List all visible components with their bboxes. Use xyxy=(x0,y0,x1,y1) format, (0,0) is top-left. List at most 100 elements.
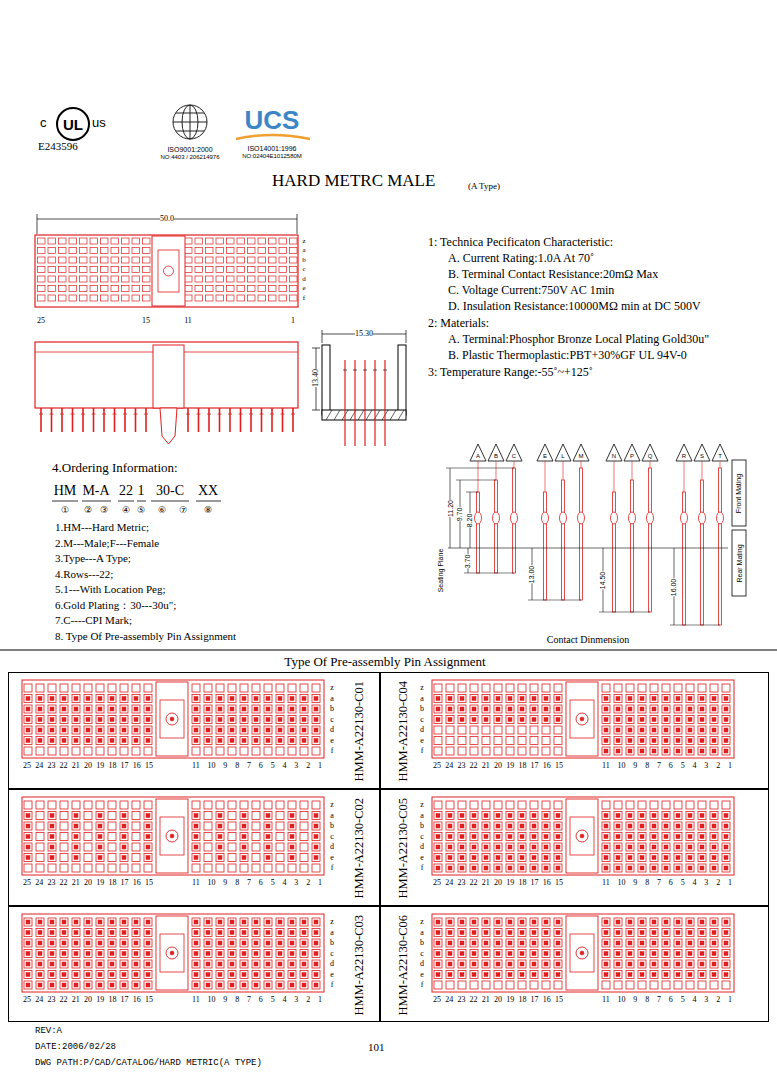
pin-cavity xyxy=(722,918,730,926)
pin-cavity xyxy=(72,716,80,724)
assembled-pin xyxy=(290,814,294,818)
pin-cavity xyxy=(24,822,32,830)
pin-cavity xyxy=(506,822,514,830)
pin-cavity xyxy=(650,843,658,851)
pin-cavity xyxy=(722,822,730,830)
pin-cavity xyxy=(698,960,706,968)
pin-cavity xyxy=(60,971,68,979)
contact-pin xyxy=(477,492,480,573)
pin-barb xyxy=(197,414,201,415)
pin-cavity xyxy=(458,833,466,841)
assembled-pin xyxy=(218,845,222,849)
contact-triangle xyxy=(694,444,710,461)
assembled-pin xyxy=(724,973,728,977)
pin-cavity xyxy=(48,695,56,703)
reference-line xyxy=(464,573,514,574)
pin-cavity xyxy=(228,864,236,872)
pin-cavity xyxy=(144,929,152,937)
pin-cavity xyxy=(446,822,454,830)
logo-text: UL xyxy=(63,117,83,132)
code-underline xyxy=(82,501,111,502)
assembled-pin xyxy=(302,973,306,977)
pin-barb xyxy=(60,414,64,415)
pin-cavity xyxy=(84,737,92,745)
pin-cavity xyxy=(144,833,152,841)
solder-pin xyxy=(219,408,221,432)
hatch-line xyxy=(358,410,364,420)
pin-cavity xyxy=(108,705,116,713)
assembled-pin xyxy=(26,728,30,732)
pin-cavity xyxy=(638,950,646,958)
assembled-pin xyxy=(62,941,66,945)
pin-cavity xyxy=(506,695,514,703)
pin-cavity xyxy=(614,950,622,958)
assembled-pin xyxy=(472,814,476,818)
pin-cavity xyxy=(132,971,140,979)
assembled-pin xyxy=(664,920,668,924)
contact-triangle xyxy=(606,444,622,461)
assembled-pin xyxy=(652,835,656,839)
pin-cavity xyxy=(662,726,670,734)
assembled-pin xyxy=(290,824,294,828)
assembled-pin xyxy=(194,835,198,839)
assembled-pin xyxy=(472,866,476,870)
pin-cavity xyxy=(698,737,706,745)
pin-cavity xyxy=(506,801,514,809)
pin-cavity xyxy=(216,705,224,713)
pin-cavity xyxy=(240,705,248,713)
pin-cavity xyxy=(494,716,502,724)
pin-cavity xyxy=(674,812,682,820)
pin-cavity xyxy=(204,854,212,862)
pin-cavity xyxy=(132,960,140,968)
assembled-pin xyxy=(98,707,102,711)
pin-cavity xyxy=(240,822,248,830)
pin-cavity xyxy=(518,929,526,937)
assembled-pin xyxy=(724,835,728,839)
pin-cavity xyxy=(132,833,140,841)
pin-cavity xyxy=(602,684,610,692)
pin-cavity xyxy=(48,950,56,958)
contact-cavity xyxy=(111,286,119,292)
assembled-pin xyxy=(520,941,524,945)
pin-cavity xyxy=(446,981,454,989)
assembled-pin xyxy=(616,749,620,753)
assembled-pin xyxy=(436,962,440,966)
pin-cavity xyxy=(554,864,562,872)
pin-cavity xyxy=(108,950,116,958)
pin-cavity xyxy=(24,843,32,851)
pin-cavity xyxy=(84,747,92,755)
assembled-pin xyxy=(484,920,488,924)
pin-cavity xyxy=(458,716,466,724)
side-pin xyxy=(374,360,375,446)
pin-cavity xyxy=(252,747,260,755)
pin-cavity xyxy=(60,929,68,937)
contact-triangle xyxy=(488,444,504,461)
pin-cavity xyxy=(518,716,526,724)
assembled-pin xyxy=(266,824,270,828)
pin-cavity xyxy=(204,843,212,851)
pin-cavity xyxy=(626,812,634,820)
assembled-pin xyxy=(254,739,258,743)
pin-cavity xyxy=(132,981,140,989)
assembled-pin xyxy=(266,845,270,849)
assembled-pin xyxy=(700,973,704,977)
assembled-pin xyxy=(122,952,126,956)
pin-cavity xyxy=(554,960,562,968)
assembled-pin xyxy=(436,973,440,977)
assembled-pin xyxy=(544,718,548,722)
pin-cavity xyxy=(192,716,200,724)
pin-cavity xyxy=(60,822,68,830)
pin-cavity xyxy=(446,950,454,958)
contact-cavity xyxy=(216,295,224,301)
contact-marker xyxy=(629,512,636,524)
pin-cavity xyxy=(674,918,682,926)
contact-cavity xyxy=(122,257,130,263)
contact-cavity xyxy=(90,257,98,263)
pin-cavity xyxy=(24,716,32,724)
pin-cavity xyxy=(554,812,562,820)
pin-cavity xyxy=(36,833,44,841)
assembled-pin xyxy=(448,707,452,711)
assembled-pin xyxy=(206,931,210,935)
pin-cavity xyxy=(204,950,212,958)
pin-cavity xyxy=(252,939,260,947)
